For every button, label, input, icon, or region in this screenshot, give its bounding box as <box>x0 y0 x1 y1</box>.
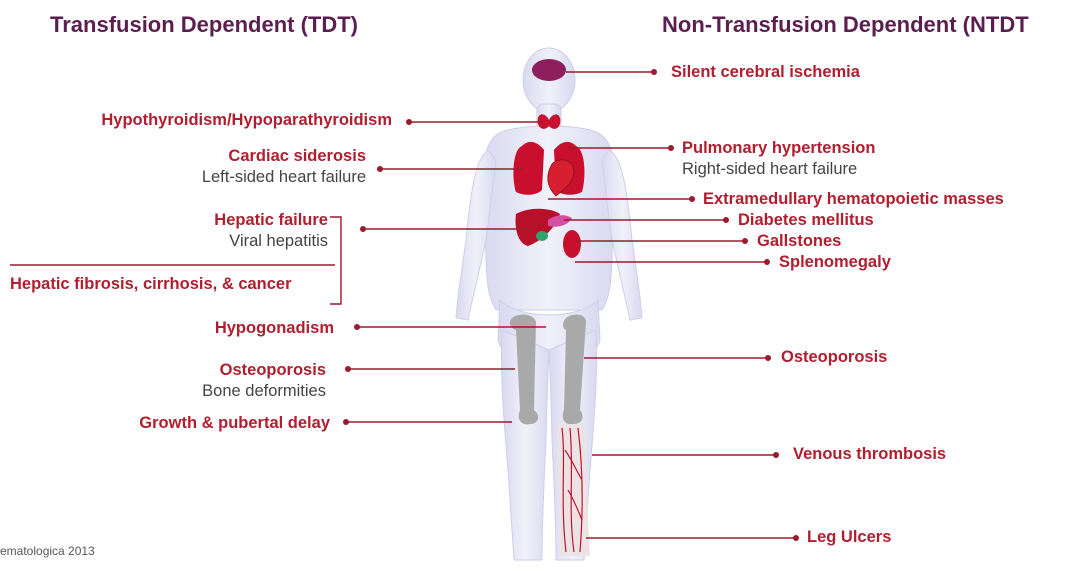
brain-organ <box>532 59 566 81</box>
citation: ematologica 2013 <box>0 544 95 558</box>
label-right-osteoporosis: Osteoporosis <box>781 347 887 368</box>
label-pulmonary-sub: Right-sided heart failure <box>682 159 875 180</box>
label-diabetes: Diabetes mellitus <box>738 210 874 231</box>
label-left-osteoporosis-main: Osteoporosis <box>202 360 326 381</box>
label-gallstones: Gallstones <box>757 231 841 252</box>
gallbladder-organ <box>536 231 548 241</box>
spleen-organ <box>563 230 581 258</box>
label-pulmonary-main: Pulmonary hypertension <box>682 138 875 159</box>
label-left-osteoporosis: Osteoporosis Bone deformities <box>202 360 326 402</box>
label-growth-delay: Growth & pubertal delay <box>139 413 330 434</box>
label-cardiac-main: Cardiac siderosis <box>202 146 366 167</box>
tdt-header: Transfusion Dependent (TDT) <box>50 12 358 38</box>
label-extramedullary: Extramedullary hematopoietic masses <box>703 189 1004 210</box>
label-hepatic-sub: Viral hepatitis <box>214 231 328 252</box>
label-leg-ulcers: Leg Ulcers <box>807 527 891 548</box>
ntdt-header: Non-Transfusion Dependent (NTDT <box>662 12 1029 38</box>
label-silent-cerebral-ischemia: Silent cerebral ischemia <box>671 62 860 83</box>
label-splenomegaly: Splenomegaly <box>779 252 891 273</box>
label-pulmonary-hypertension: Pulmonary hypertension Right-sided heart… <box>682 138 875 180</box>
label-hypogonadism: Hypogonadism <box>215 318 334 339</box>
label-hepatic-main: Hepatic failure <box>214 210 328 231</box>
label-cardiac-sub: Left-sided heart failure <box>202 167 366 188</box>
label-left-osteoporosis-sub: Bone deformities <box>202 381 326 402</box>
label-cardiac-siderosis: Cardiac siderosis Left-sided heart failu… <box>202 146 366 188</box>
label-hepatic-fibrosis: Hepatic fibrosis, cirrhosis, & cancer <box>10 274 292 295</box>
label-hypothyroidism: Hypothyroidism/Hypoparathyroidism <box>101 110 392 131</box>
label-hepatic-failure: Hepatic failure Viral hepatitis <box>214 210 328 252</box>
label-venous-thrombosis: Venous thrombosis <box>793 444 946 465</box>
